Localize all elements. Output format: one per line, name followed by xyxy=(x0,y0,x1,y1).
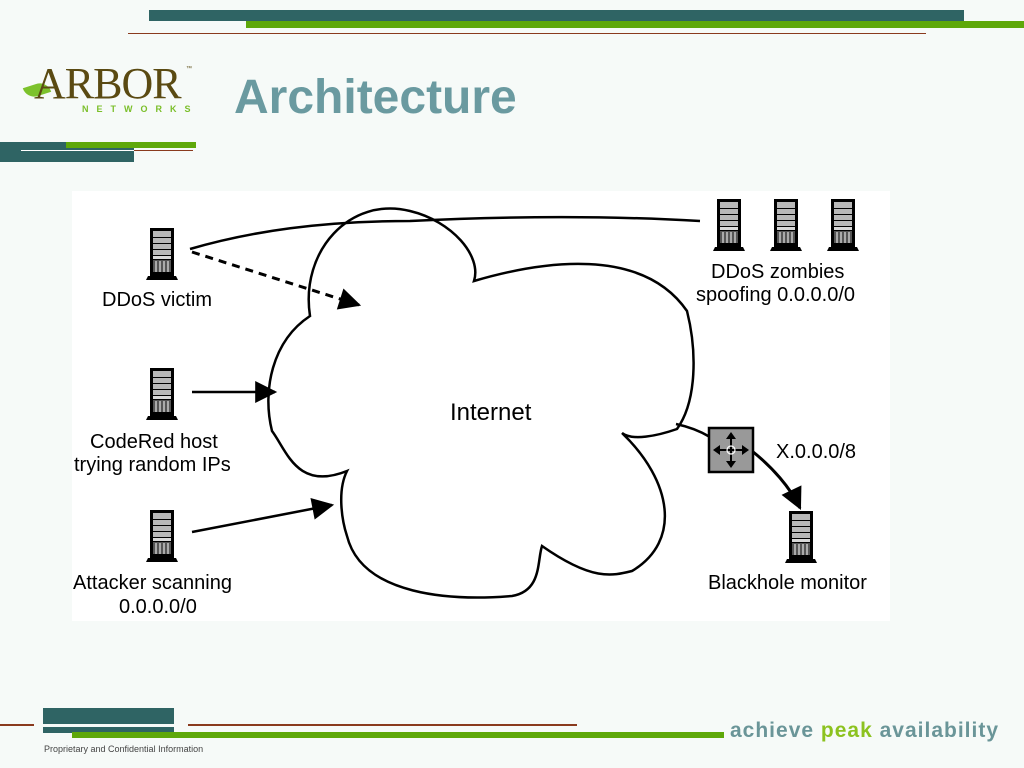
router-prefix-label: X.0.0.0/8 xyxy=(776,441,857,463)
logo-wordmark: ARBOR xyxy=(34,59,182,108)
header-rule xyxy=(128,33,926,34)
logo-subtext: NETWORKS xyxy=(82,104,199,114)
internet-cloud xyxy=(267,207,695,599)
network-diagram: Internet DDoS victim CodeRed host trying… xyxy=(72,191,890,621)
logo-trademark: ™ xyxy=(186,66,192,72)
edge-victim-to-internet-dashed xyxy=(191,250,362,310)
ddos-victim-server-icon xyxy=(145,227,179,281)
codered-host-server-icon xyxy=(145,367,179,421)
codered-host-label-line1: CodeRed host xyxy=(90,431,218,453)
footer-rule-left xyxy=(0,724,34,726)
attacker-label-line2: 0.0.0.0/0 xyxy=(119,596,197,618)
edge-attacker-to-internet xyxy=(191,497,335,534)
attacker-label-line1: Attacker scanning xyxy=(73,572,232,594)
ddos-zombies-label-line2: spoofing 0.0.0.0/0 xyxy=(696,284,856,306)
cloud-label: Internet xyxy=(450,399,532,426)
zombie-server-icon xyxy=(826,198,860,252)
ddos-victim-label: DDoS victim xyxy=(102,289,213,311)
ddos-zombies-label-line1: DDoS zombies xyxy=(711,261,845,283)
header-bar-teal xyxy=(149,10,964,21)
footer-rule-right xyxy=(188,724,577,726)
attacker-server-icon xyxy=(145,509,179,563)
footer-bar-teal-bottom xyxy=(43,727,174,733)
tagline-part3: availability xyxy=(872,719,1000,742)
blackhole-monitor-label: Blackhole monitor xyxy=(708,572,867,594)
zombie-server-icon xyxy=(712,198,746,252)
tagline-peak: peak xyxy=(820,719,873,742)
header-bar-green xyxy=(246,21,1024,28)
tagline: achieve peak availability xyxy=(730,719,999,743)
edge-zombies-to-victim xyxy=(189,215,701,251)
blackhole-monitor-server-icon xyxy=(784,510,818,564)
logo-bar-white-rule xyxy=(21,150,134,151)
footer-bar-teal-top xyxy=(43,708,174,724)
zombie-server-icon xyxy=(769,198,803,252)
logo-bar-green xyxy=(66,142,196,148)
codered-host-label-line2: trying random IPs xyxy=(74,454,231,476)
confidential-notice: Proprietary and Confidential Information xyxy=(44,744,204,754)
slide-title: Architecture xyxy=(234,71,517,124)
footer-bar-green xyxy=(72,732,724,738)
logo-bar-rust-rule xyxy=(134,150,193,151)
edge-internet-to-router xyxy=(675,422,711,439)
tagline-part1: achieve xyxy=(730,719,821,742)
diagram-canvas xyxy=(145,198,860,599)
arbor-networks-logo: ARBOR ™ NETWORKS xyxy=(22,62,197,122)
edge-router-to-blackhole xyxy=(751,449,802,510)
router-icon xyxy=(707,426,755,474)
